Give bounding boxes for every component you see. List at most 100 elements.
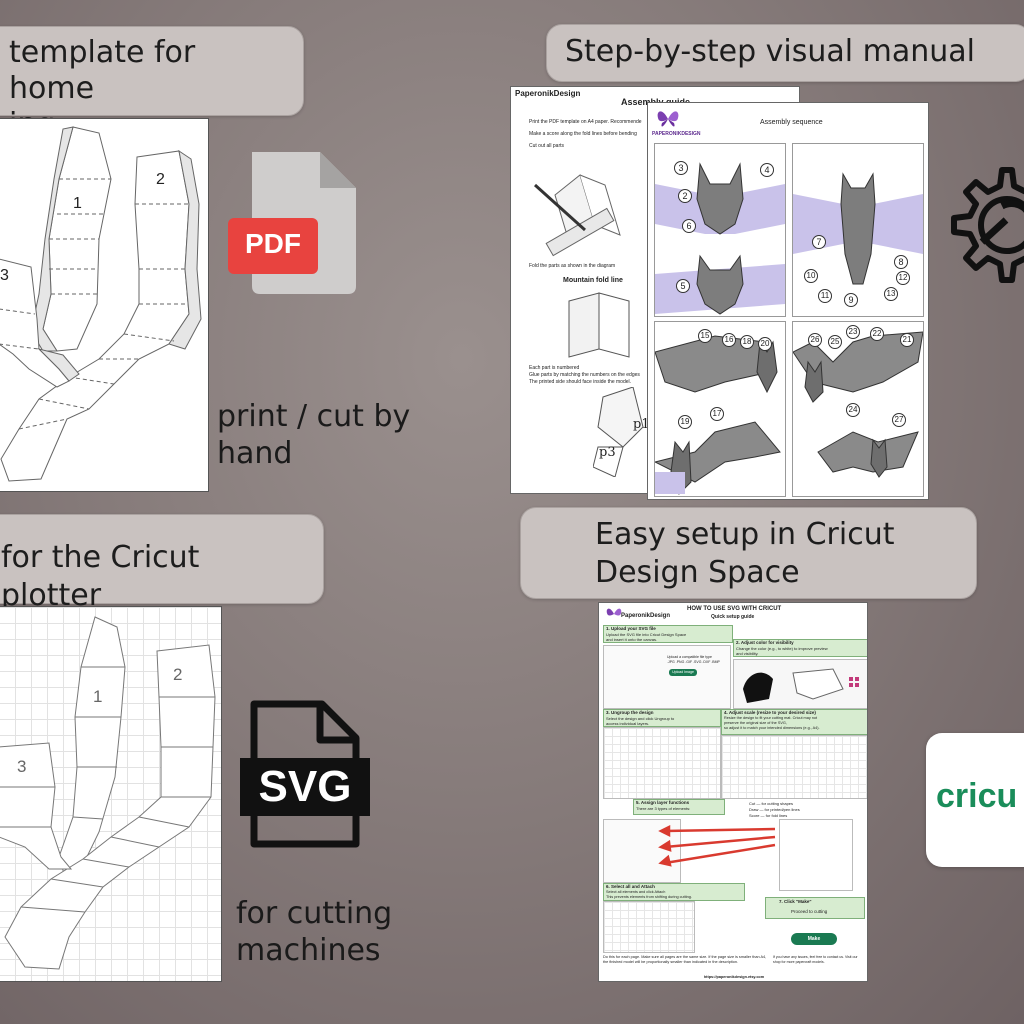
callout-number: 7 [812,235,826,249]
manual-panel-title: Step-by-step visual manual [546,24,1024,82]
guide-title: HOW TO USE SVG WITH CRICUT [687,606,782,612]
pdf-label: PDF [245,228,301,259]
bat-wing-drawing [653,335,781,495]
pdf-part-number: 3 [0,267,9,284]
sequence-step-4 [792,321,924,497]
step-5-box [633,799,725,815]
callout-number: 6 [682,219,696,233]
guide-subtitle: Quick setup guide [711,614,755,620]
callout-number: 27 [892,413,906,427]
guide-brand: PaperonikDesign [621,613,671,619]
pdf-part-1 [30,126,112,352]
pdf-template-sheet: 1 2 3 [0,118,209,492]
gear-shape [951,167,1024,283]
cricut-guide-sheet: PaperonikDesign HOW TO USE SVG WITH CRIC… [598,602,868,982]
callout-number: 19 [678,415,692,429]
step-7-title: 7. Click "Make" [779,899,812,904]
pdf-part-number: 2 [156,171,165,188]
step-2-box [733,639,867,657]
guide-footer-right: If you have any issues, feel free to con… [773,955,858,964]
callout-number: 9 [844,293,858,307]
step-5-text: There are 3 types of elements: [636,806,691,811]
callout-number: 15 [698,329,712,343]
numbered-parts-text: The printed side should face inside the … [529,379,632,385]
mountain-fold-label: Mountain fold line [563,277,623,284]
butterfly-logo-icon [606,608,622,616]
resize-panel [721,735,867,799]
callout-number: 22 [870,327,884,341]
pdf-template-drawing [0,126,202,482]
callout-number: 13 [884,287,898,301]
bat-complete-drawing [792,331,924,478]
callout-number: 16 [722,333,736,347]
cut-description: Cut — for cutting shapes [749,801,794,806]
pdf-panel-title: template for home ing [0,26,304,142]
callout-number: 2 [678,189,692,203]
attach-panel [603,901,695,953]
gear-wrench-icon [944,160,1024,292]
step-1-text: Upload the SVG file into Cricut Design S… [606,632,687,642]
step-3-title: 3. Ungroup the design [606,710,654,715]
step-1-title: 1. Upload your SVG file [606,626,656,631]
step-4-box [721,709,867,735]
upload-image-button[interactable]: Upload Image [669,669,697,676]
step-2-text: Change the color (e.g., to white) to imp… [736,646,828,656]
numbered-parts-text: Each part is numbered [529,365,580,371]
score-description: Score — for fold lines [749,813,788,818]
callout-number: 10 [804,269,818,283]
step-4-text: Resize the design to fit your cutting ma… [724,716,820,730]
svg-part-number: 3 [17,757,27,776]
callout-number: 17 [710,407,724,421]
step-3-box [603,709,721,727]
svg-file-shape [240,700,370,848]
callout-number: 8 [894,255,908,269]
svg-panel-title: for the Cricut plotter [0,514,324,613]
step-4-title: 4. Adjust scale (resize to your desired … [724,710,816,715]
manual-step: Make a score along the fold lines before… [529,131,637,137]
pdf-part-2 [0,149,202,482]
butterfly-logo-icon [657,111,679,127]
ungroup-panel [603,727,721,799]
step-6-text: Select all elements and click Attach Thi… [606,890,692,899]
make-button[interactable]: Make [791,933,837,945]
step-5-title: 5. Assign layer functions [636,800,690,805]
part-label: p1 [633,417,650,432]
draw-description: Draw — for printed/pen lines [749,807,800,812]
svg-part-number: 2 [173,665,183,684]
pdf-file-shape [228,152,356,294]
colored-template-preview [743,668,859,703]
part-join-illustration [593,387,644,477]
callout-number: 20 [758,337,772,351]
callout-number: 18 [740,335,754,349]
pdf-part-number: 1 [73,195,82,212]
svg-template-drawing [0,616,216,970]
front-brand: PAPERONIKDESIGN [652,131,701,137]
callout-number: 26 [808,333,822,347]
callout-number: 5 [676,279,690,293]
layers-right-panel [779,819,853,891]
step-1-box [603,625,733,643]
callout-number: 4 [760,163,774,177]
step-2-title: 2. Adjust color for visibility [736,640,794,645]
upload-panel [603,645,731,709]
callout-number: 25 [828,335,842,349]
step-6-box [603,883,745,901]
step-3-text: Select the design and click Ungroup to a… [606,716,675,726]
callout-number: 11 [818,289,832,303]
numbered-parts-text: Glue parts by matching the numbers on th… [529,372,640,378]
step-6-title: 6. Select all and Attach [606,884,655,889]
callout-number: 24 [846,403,860,417]
svg-file-icon: SVG [240,700,370,850]
guide-footer-link[interactable]: https://paperonikdesign.etsy.com [703,975,765,979]
cricut-logo: cricu [926,733,1024,867]
callout-number: 21 [900,333,914,347]
svg-part-number: 1 [93,687,103,706]
scoring-illustration [533,174,621,257]
svg-label: SVG [258,762,352,811]
svg-template-sheet: 1 2 3 [0,606,222,982]
step-7-text: Proceed to cutting [791,909,828,914]
red-arrows [658,824,776,867]
front-title: Assembly sequence [760,119,823,126]
pdf-part-3 [0,258,80,388]
callout-number: 3 [674,161,688,175]
